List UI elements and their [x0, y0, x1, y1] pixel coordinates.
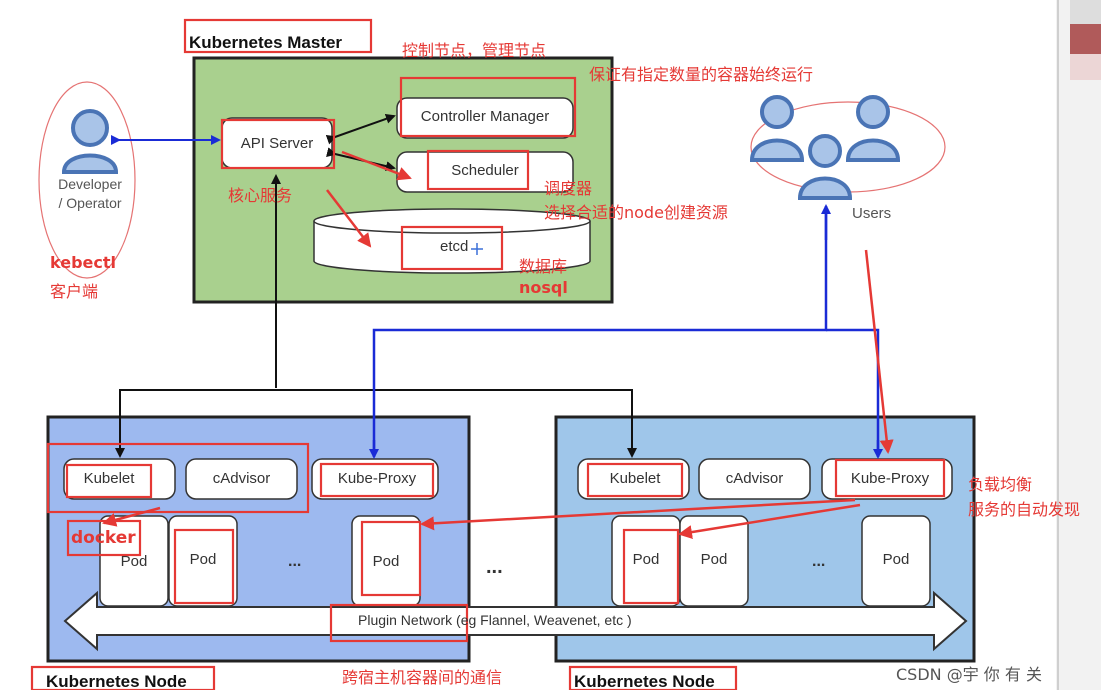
right-cadvisor-box [698, 458, 811, 500]
etcd-note-2: nosql [519, 278, 568, 297]
left-kubeproxy-box [311, 458, 439, 500]
right-kubelet-label: Kubelet [609, 470, 661, 487]
etcd-cylinder [313, 208, 591, 274]
scroll-thumb [1070, 24, 1101, 54]
red-arrow-docker [102, 506, 161, 527]
controller-manager-label: Controller Manager [420, 108, 550, 125]
right-cadvisor-label: cAdvisor [725, 470, 784, 487]
proxy-note-2: 服务的自动发现 [968, 500, 1081, 519]
left-ellipsis: ... [288, 553, 302, 570]
developer-ellipse [38, 81, 136, 279]
red-arrow-to-left-pod [420, 498, 856, 531]
master-control-note: 控制节点，管理节点 [402, 41, 547, 60]
right-kubeproxy-label: Kube-Proxy [850, 470, 930, 487]
api-to-kubelet-line [119, 389, 633, 454]
red-annotations [30, 18, 946, 690]
red-arrow-to-right-pod [678, 503, 861, 540]
scheduler-note-2: 选择合适的node创建资源 [544, 203, 728, 222]
users-icon [749, 95, 901, 200]
side-strip [1056, 0, 1101, 690]
left-pod-3-label: Pod [372, 553, 400, 570]
watermark-text: CSDN @宇 你 有 关 [896, 665, 1042, 684]
api-server-note: 核心服务 [228, 186, 293, 205]
developer-label-2: / Operator [58, 195, 122, 211]
developer-label-1: Developer [58, 176, 122, 192]
etcd-label: etcd [440, 238, 469, 255]
scheduler-note-1: 调度器 [544, 179, 593, 198]
red-arrow-etcd [326, 189, 372, 248]
left-kubelet-label: Kubelet [83, 470, 135, 487]
controller-manager-box [396, 97, 574, 139]
red-arrow-users-proxy [864, 249, 894, 454]
api-controller-arrow [325, 113, 396, 145]
kubectl-note: 客户端 [50, 282, 99, 301]
users-label: Users [852, 205, 892, 222]
left-cadvisor-label: cAdvisor [212, 470, 271, 487]
proxy-note-1: 负载均衡 [968, 475, 1033, 494]
plugin-network-label: Plugin Network (eg Flannel, Weavenet, et… [358, 612, 632, 628]
plugin-network-note: 跨宿主机容器间的通信 [342, 668, 503, 687]
cursor-plus-icon [471, 243, 483, 255]
right-ellipsis: ... [812, 553, 826, 570]
right-pod-1-label: Pod [632, 551, 660, 568]
right-pod-2-label: Pod [700, 551, 728, 568]
red-arrow-scheduler [341, 150, 412, 181]
scheduler-label: Scheduler [451, 162, 519, 179]
right-kubelet-box [577, 458, 690, 500]
left-pod-1-label: Pod [120, 553, 148, 570]
right-pod-3-label: Pod [882, 551, 910, 568]
plugin-network-arrow [63, 590, 968, 652]
master-title: Kubernetes Master [189, 33, 343, 52]
between-nodes-ellipsis: ... [486, 556, 503, 578]
master-replicas-note: 保证有指定数量的容器始终运行 [589, 65, 814, 84]
docker-label: docker [71, 528, 136, 548]
users-to-proxy-line [372, 208, 828, 454]
node-right-title: Kubernetes Node [574, 672, 715, 691]
api-server-label: API Server [240, 135, 314, 152]
kubectl-label: kebectl [50, 253, 116, 272]
left-pod-2-label: Pod [189, 551, 217, 568]
left-kubeproxy-label: Kube-Proxy [337, 470, 417, 487]
node-left-title: Kubernetes Node [46, 672, 187, 691]
developer-icon [61, 109, 119, 174]
left-kubelet-box [63, 458, 176, 500]
etcd-note-1: 数据库 [519, 257, 568, 276]
left-cadvisor-box [185, 458, 298, 500]
